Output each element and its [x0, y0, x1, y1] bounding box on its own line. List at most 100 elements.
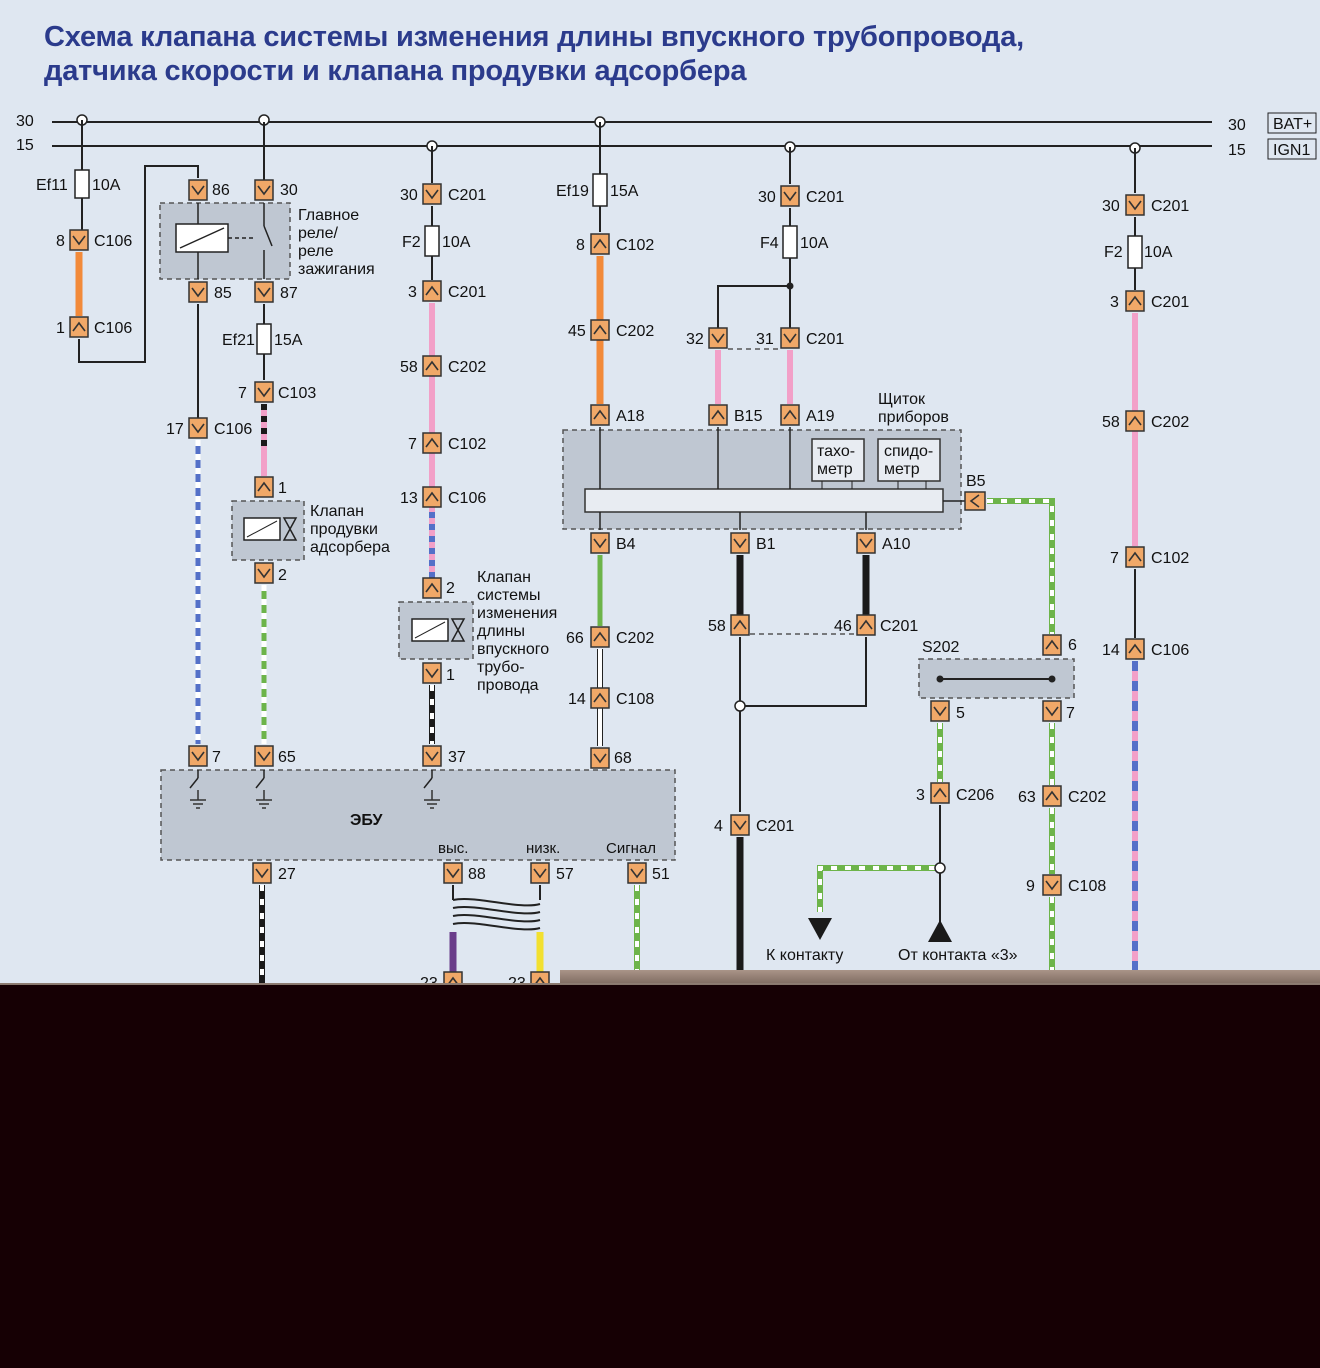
intake-pin-1: 1 — [446, 667, 455, 684]
c202d-pin: 63 — [1018, 789, 1036, 806]
f2b-name: F2 — [1104, 244, 1123, 261]
ef19-rating: 15A — [610, 183, 639, 200]
purge-pin-2: 2 — [278, 567, 287, 584]
pin-32: 32 — [686, 331, 704, 348]
bus-30-num-right: 30 — [1228, 117, 1246, 134]
b4-circuit: 66 C202 14 C108 — [566, 555, 654, 746]
c202a-pin: 58 — [400, 359, 418, 376]
ecu-pin-88: 88 — [468, 866, 486, 883]
c201h-conn: C201 — [1151, 294, 1189, 311]
cluster-a10: A10 — [882, 536, 911, 553]
c106b-conn: C106 — [94, 320, 132, 337]
relay-label-4: зажигания — [298, 261, 375, 278]
tacho-label-1: тахо- — [817, 443, 855, 460]
cluster-a18: A18 — [616, 408, 645, 425]
relay-pin-86: 86 — [212, 182, 230, 199]
diagram-title: Схема клапана системы изменения длины вп… — [44, 20, 1024, 88]
title-line-1: Схема клапана системы изменения длины вп… — [44, 21, 1024, 53]
c201a-pin: 30 — [400, 187, 418, 204]
s202-pin-6: 6 — [1068, 637, 1077, 654]
relay-85-circuit: 17 C106 — [166, 304, 252, 744]
c106a-pin: 8 — [56, 233, 65, 250]
bottom-pin-23b: 23 — [508, 975, 526, 985]
c202b-conn: C202 — [616, 323, 654, 340]
f2-right-circuit: 30 C201 F2 10A 3 C201 58 C202 7 C102 14 … — [1102, 148, 1189, 975]
cluster-a19: A19 — [806, 408, 835, 425]
c108b-conn: C108 — [1068, 878, 1106, 895]
arrow-up-icon — [928, 920, 952, 942]
ecu-pin-57: 57 — [556, 866, 574, 883]
main-relay: 86 30 Главное реле/ реле зажигания 85 87 — [159, 122, 375, 303]
f4-name: F4 — [760, 235, 779, 252]
speed-signal-circuit: 6 S202 5 7 3 C206 К контакту От контакта… — [766, 498, 1106, 975]
c202a-conn: C202 — [448, 359, 486, 376]
relay-label-1: Главное — [298, 207, 359, 224]
relay-pin-85: 85 — [214, 285, 232, 302]
c201g-pin: 30 — [1102, 198, 1120, 215]
intake-label-5: впускного — [477, 641, 549, 658]
intake-label-3: изменения — [477, 605, 557, 622]
ecu-pin-68: 68 — [614, 750, 632, 767]
bus-15: 15 15 IGN1 — [16, 137, 1317, 160]
c106b-pin: 1 — [56, 320, 65, 337]
wiring-diagram: 30 30 BAT+ 15 15 IGN1 Ef11 10A 8 C106 — [16, 112, 1317, 985]
c102a-pin: 7 — [408, 436, 417, 453]
ef19-name: Ef19 — [556, 183, 589, 200]
c102a-conn: C102 — [448, 436, 486, 453]
intake-valve-circuit: 30 C201 F2 10A 3 C201 58 C202 7 C102 13 … — [398, 146, 557, 744]
c202e-pin: 58 — [1102, 414, 1120, 431]
speedo-label-1: спидо- — [884, 443, 933, 460]
speedo-label-2: метр — [884, 461, 920, 478]
ecu-pin-27: 27 — [278, 866, 296, 883]
title-line-2: датчика скорости и клапана продувки адсо… — [44, 55, 747, 87]
c201e-pin: 46 — [834, 618, 852, 635]
purge-pin-1: 1 — [278, 480, 287, 497]
c201d-conn: C201 — [806, 331, 844, 348]
purge-label-1: Клапан — [310, 503, 364, 520]
cluster-b1: B1 — [756, 536, 776, 553]
ign1-tag: IGN1 — [1273, 142, 1310, 159]
c108a-conn: C108 — [616, 691, 654, 708]
ecu-signal-label: Сигнал — [606, 840, 656, 857]
ef11-name: Ef11 — [36, 177, 68, 194]
c206-pin: 3 — [916, 787, 925, 804]
bat-plus-tag: BAT+ — [1273, 116, 1312, 133]
intake-label-2: системы — [477, 587, 540, 604]
to-contact-label: К контакту — [766, 947, 843, 964]
c202c-conn: C202 — [616, 630, 654, 647]
ef11-rating: 10A — [92, 177, 121, 194]
c106e-conn: C106 — [1151, 642, 1189, 659]
c102c-pin: 7 — [1110, 550, 1119, 567]
c202b-pin: 45 — [568, 323, 586, 340]
c201f-pin: 4 — [714, 818, 723, 835]
bus-junctions — [76, 114, 1141, 154]
bus-30-num-left: 30 — [16, 113, 34, 130]
c102b-conn: C102 — [616, 237, 654, 254]
c106c-pin: 17 — [166, 421, 184, 438]
diagram-sheet: Схема клапана системы изменения длины вп… — [0, 0, 1320, 985]
ecu-low-label: низк. — [526, 840, 560, 857]
ef19-circuit: Ef19 15A 8 C102 45 C202 A18 — [556, 122, 654, 426]
f2a-name: F2 — [402, 234, 421, 251]
c103-conn: C103 — [278, 385, 316, 402]
intake-label-1: Клапан — [477, 569, 531, 586]
cluster-b4: B4 — [616, 536, 636, 553]
c106a-conn: C106 — [94, 233, 132, 250]
c102c-conn: C102 — [1151, 550, 1189, 567]
c201d-pin: 31 — [756, 331, 774, 348]
f2a-rating: 10A — [442, 234, 471, 251]
c201c-conn: C201 — [806, 189, 844, 206]
c202e-conn: C202 — [1151, 414, 1189, 431]
ecu-pin-37: 37 — [448, 749, 466, 766]
ef21-rating: 15A — [274, 332, 303, 349]
bus-15-num-left: 15 — [16, 137, 34, 154]
cluster-label-1: Щиток — [878, 391, 926, 408]
intake-label-7: провода — [477, 677, 539, 694]
page-edge — [560, 970, 1320, 986]
c102b-pin: 8 — [576, 237, 585, 254]
relay-87-circuit: Ef21 15A 7 C103 1 Клапан продувки адсорб… — [222, 304, 390, 744]
ef21-name: Ef21 — [222, 332, 255, 349]
c202c-pin: 66 — [566, 630, 584, 647]
c106d-pin: 13 — [400, 490, 418, 507]
c202d-conn: C202 — [1068, 789, 1106, 806]
